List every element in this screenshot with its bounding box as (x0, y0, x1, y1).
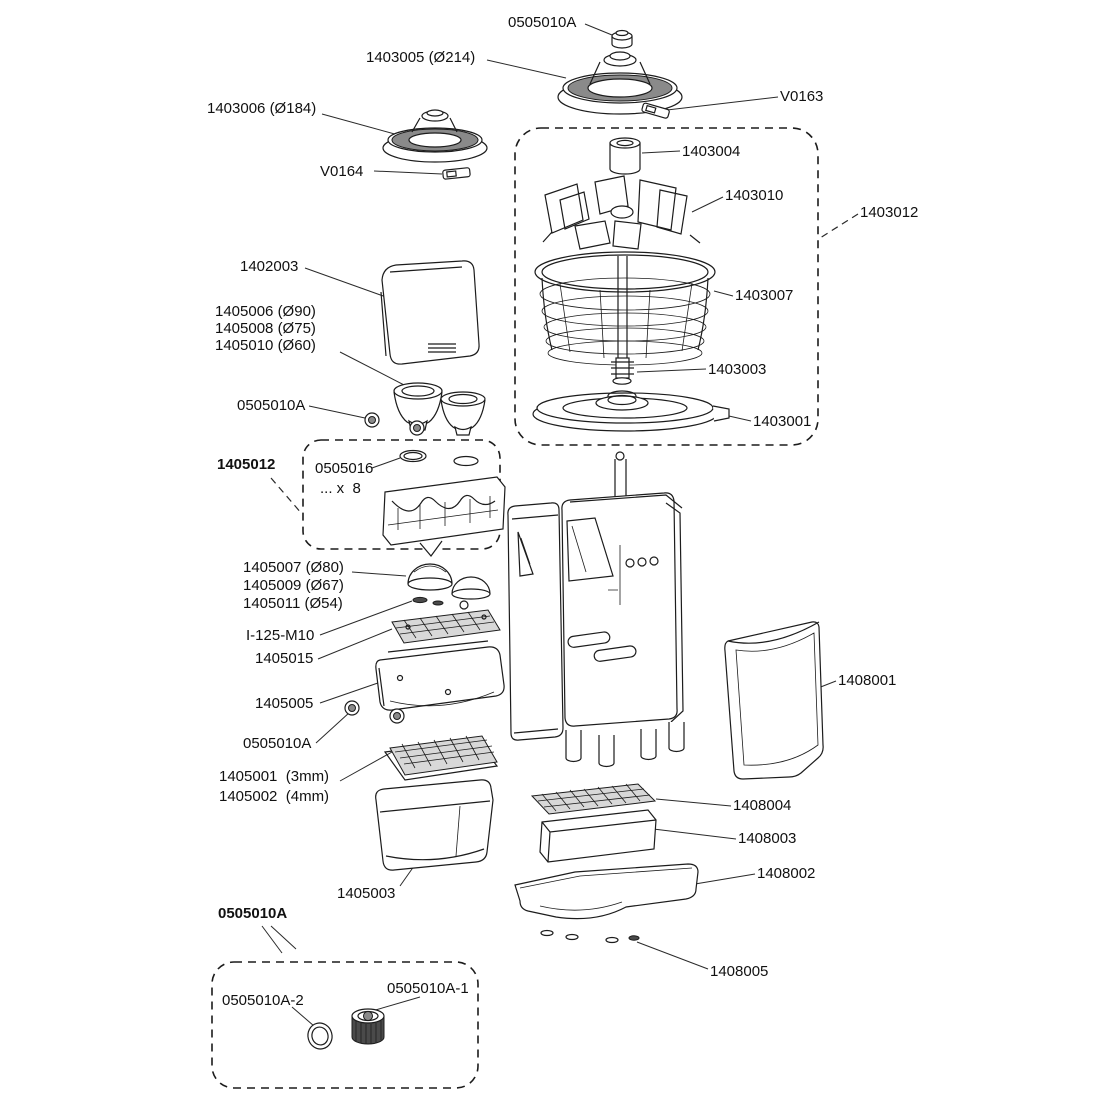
label-seal-0505016: 0505016 (315, 460, 374, 477)
label-screw-i125: I-125-M10 (246, 627, 315, 644)
part-seal-0505016 (399, 449, 479, 467)
label-feet-1408005: 1408005 (710, 963, 769, 980)
label-nut-mid: 0505010A (237, 397, 306, 414)
label-paddle-1403010: 1403010 (725, 187, 784, 204)
label-kit-1405012: 1405012 (217, 456, 276, 473)
label-dome-54: 1405011 (Ø54) (243, 595, 343, 612)
part-container-1402003 (380, 260, 480, 365)
label-seal-qty: ... x 8 (320, 480, 361, 497)
group-box-1403012 (514, 127, 819, 446)
label-bin-1408001: 1408001 (838, 672, 897, 689)
label-grid-4mm: 1405002 (4mm) (219, 788, 330, 805)
part-dome-1405007 (407, 563, 453, 591)
part-funnel-1405008 (440, 391, 486, 436)
part-basket-1403007 (534, 251, 716, 374)
part-machine-body (507, 492, 685, 768)
part-grid-1405001 (383, 735, 499, 781)
part-nut-mid-1 (364, 412, 380, 428)
leader-lines-dashed (270, 213, 859, 515)
label-funnel-75: 1405008 (Ø75) (215, 320, 316, 337)
label-v0164: V0164 (320, 163, 364, 180)
label-cap-top: 0505010A (508, 14, 577, 31)
part-lid-1403006 (382, 109, 488, 163)
label-washer: 0505010A-2 (222, 992, 304, 1009)
label-nut-detail: 0505010A-1 (387, 980, 469, 997)
part-nut-mid-2 (409, 420, 425, 436)
part-nut-low-1 (344, 700, 360, 716)
label-lid-184: 1403006 (Ø184) (207, 100, 317, 117)
part-dome-1405009 (451, 576, 491, 600)
label-funnel-60: 1405010 (Ø60) (215, 337, 316, 354)
part-base-disc-1403001 (532, 390, 730, 432)
part-cap-0505010a (611, 29, 633, 49)
part-tray-1408002 (514, 863, 699, 920)
label-kit-1403012: 1403012 (860, 204, 919, 221)
label-lid-214: 1403005 (Ø214) (366, 49, 476, 66)
part-grid-1405015 (391, 609, 501, 644)
label-grid-1408004: 1408004 (733, 797, 792, 814)
label-grid-1405015: 1405015 (255, 650, 314, 667)
label-dome-67: 1405009 (Ø67) (243, 577, 344, 594)
label-funnel-90: 1405006 (Ø90) (215, 303, 316, 320)
part-nut-0505010a-1 (351, 1008, 385, 1045)
part-cylinder-1403004 (609, 137, 641, 175)
label-pulp-1402003: 1402003 (240, 258, 299, 275)
label-coupling-1403003: 1403003 (708, 361, 767, 378)
label-nut-low: 0505010A (243, 735, 312, 752)
part-grid-1408004 (530, 783, 657, 815)
label-disc-1403001: 1403001 (753, 413, 812, 430)
part-paddle-1403010 (542, 175, 701, 250)
label-dome-80: 1405007 (Ø80) (243, 559, 344, 576)
part-bin-1405003 (375, 779, 494, 871)
label-tray-1408002: 1408002 (757, 865, 816, 882)
part-coupling-1403003 (611, 357, 634, 385)
part-box-1408003 (539, 809, 657, 863)
part-base-bracket-1405012 (382, 476, 506, 557)
label-basket-1403007: 1403007 (735, 287, 794, 304)
label-box-1408003: 1408003 (738, 830, 797, 847)
part-screws-i125 (412, 596, 469, 610)
group-box-0505010a (211, 961, 479, 1089)
part-bin-1408001 (724, 621, 824, 780)
part-feet-1408005 (540, 929, 640, 944)
label-v0163: V0163 (780, 88, 824, 105)
part-tray-1405005 (375, 640, 505, 711)
label-kit-0505010a: 0505010A (218, 905, 288, 922)
label-bin-1405003: 1405003 (337, 885, 396, 902)
part-washer-0505010a-2 (307, 1022, 333, 1050)
label-cyl-1403004: 1403004 (682, 143, 741, 160)
label-tray-1405005: 1405005 (255, 695, 314, 712)
label-grid-3mm: 1405001 (3mm) (219, 768, 330, 785)
part-lid-1403005 (557, 51, 683, 115)
leader-lines (261, 23, 837, 1027)
part-clip-v0163 (641, 102, 670, 119)
part-nut-low-2 (389, 708, 405, 724)
part-clip-v0164 (442, 167, 471, 180)
